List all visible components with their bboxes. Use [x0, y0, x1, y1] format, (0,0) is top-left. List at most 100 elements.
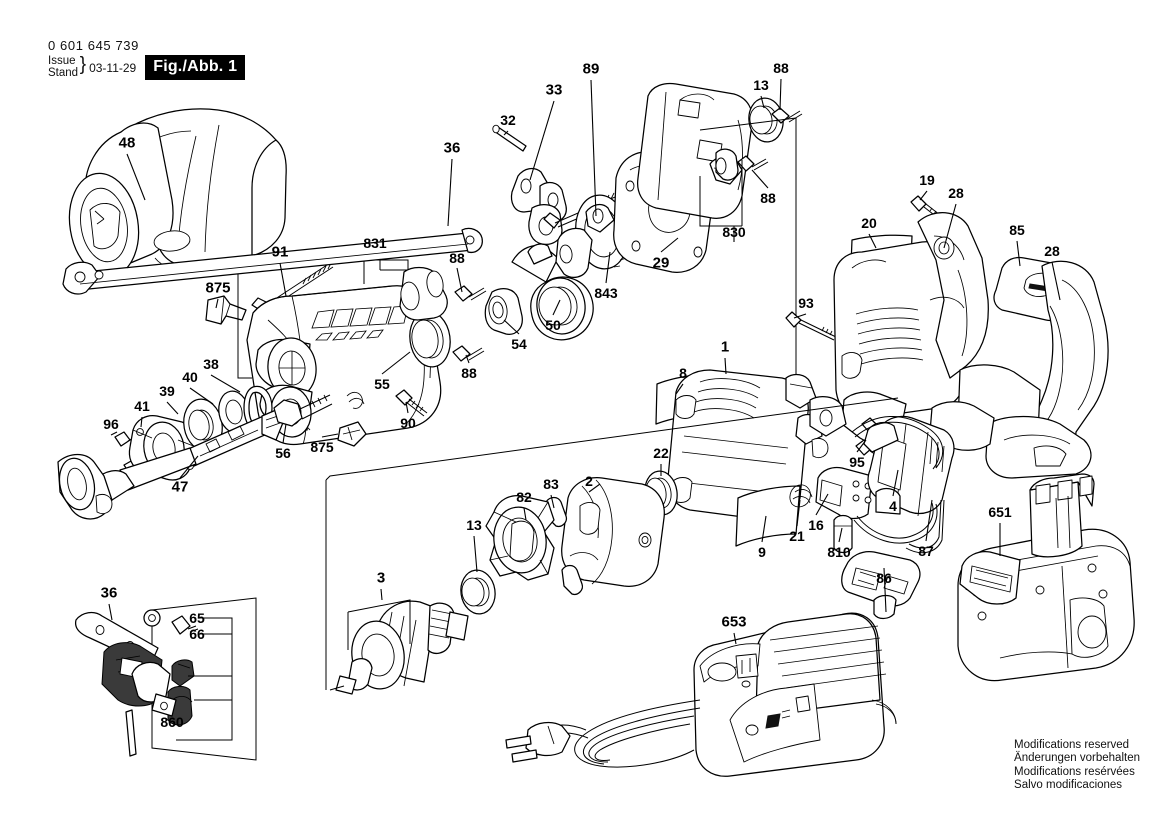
leader-line-2	[216, 299, 218, 308]
parts-88-screws-left	[453, 286, 486, 361]
leader-line-22	[661, 238, 678, 252]
leader-line-19	[504, 131, 508, 135]
leader-line-9	[283, 424, 286, 443]
part-33-yoke	[512, 169, 567, 245]
leader-line-49	[109, 604, 112, 620]
callout-88c: 88	[773, 60, 789, 76]
leader-line-13	[466, 355, 469, 363]
callout-36b: 36	[100, 584, 118, 602]
part-2-stator	[562, 478, 665, 587]
part-875-clip-left	[206, 296, 246, 324]
callout-91: 91	[271, 243, 289, 261]
leader-line-5	[167, 402, 178, 414]
callout-32: 32	[500, 112, 516, 128]
callout-50: 50	[545, 317, 561, 333]
part-875-clip-right	[338, 422, 366, 446]
callout-653: 653	[721, 613, 747, 631]
callout-47: 47	[171, 478, 189, 496]
callout-875b: 875	[310, 439, 334, 455]
leader-line-36	[762, 516, 766, 542]
part-32-pin	[493, 125, 526, 151]
callout-33: 33	[545, 81, 563, 99]
leader-line-11	[406, 402, 408, 413]
leader-line-32	[794, 314, 806, 318]
callout-9: 9	[758, 544, 766, 560]
part-21-spring	[790, 485, 812, 507]
leader-line-20	[530, 101, 554, 180]
callout-54: 54	[511, 336, 527, 352]
leader-line-17	[606, 252, 610, 283]
callout-843: 843	[594, 285, 618, 301]
leader-line-46	[551, 495, 554, 508]
part-90-screw	[347, 390, 427, 416]
leader-line-39	[839, 528, 842, 542]
callout-860: 860	[160, 714, 184, 730]
callout-22: 22	[653, 445, 669, 461]
part-653-charger	[506, 613, 896, 776]
part-54-bearing	[485, 289, 522, 335]
leader-line-44	[589, 484, 600, 492]
callout-29: 29	[652, 254, 670, 272]
callout-56: 56	[275, 445, 291, 461]
part-810-brush	[834, 516, 852, 553]
callout-90: 90	[400, 415, 416, 431]
callout-39: 39	[159, 383, 175, 399]
leader-line-41	[926, 500, 932, 541]
part-13-bearing-armature	[458, 568, 498, 616]
part-48-nose-boot	[62, 109, 286, 282]
footer-line-1: Änderungen vorbehalten	[1014, 752, 1140, 765]
brace-glyph: }	[79, 54, 87, 75]
leader-line-4	[141, 417, 142, 427]
callout-21: 21	[789, 528, 805, 544]
leader-line-18	[448, 159, 452, 226]
leader-line-28	[944, 204, 956, 248]
callout-38: 38	[203, 356, 219, 372]
leader-line-6	[190, 388, 213, 404]
part-651-battery	[958, 474, 1134, 681]
footer-line-0: Modifications reserved	[1014, 739, 1130, 752]
callout-87: 87	[918, 543, 934, 559]
leader-line-43	[893, 470, 898, 496]
leader-line-42	[857, 440, 866, 452]
callout-88d: 88	[760, 190, 776, 206]
part-86-connector	[842, 552, 920, 619]
leader-line-51	[734, 633, 736, 644]
callout-82: 82	[516, 489, 532, 505]
leader-line-25	[752, 170, 768, 188]
callout-83: 83	[543, 476, 559, 492]
leader-line-38	[816, 494, 828, 515]
part-28-housing-right	[930, 261, 1108, 478]
callout-86: 86	[876, 570, 892, 586]
leader-line-45	[524, 508, 526, 520]
callout-16: 16	[808, 517, 824, 533]
callout-66: 66	[189, 626, 205, 642]
part-830-bushing	[700, 149, 742, 236]
part-number: 0 601 645 739	[48, 38, 139, 53]
part-36-guide-bar	[63, 228, 482, 294]
callout-2: 2	[585, 473, 593, 489]
leader-line-7	[211, 375, 240, 392]
leader-line-1	[280, 263, 286, 296]
callout-810: 810	[827, 544, 851, 560]
callout-28b: 28	[1044, 243, 1060, 259]
part-831-sleeve	[399, 268, 447, 321]
issue-date: 03-11-29	[89, 60, 137, 75]
leader-line-12	[382, 352, 410, 374]
gear-case-body	[638, 84, 753, 219]
leader-line-33	[725, 358, 726, 374]
callout-830: 830	[722, 224, 746, 240]
callout-88b: 88	[449, 250, 465, 266]
part-4-switch	[864, 416, 954, 516]
part-3-armature	[330, 600, 468, 694]
callout-96: 96	[103, 416, 119, 432]
parts-83-pins	[546, 498, 582, 595]
callout-19: 19	[919, 172, 935, 188]
leader-line-24	[780, 79, 781, 110]
callout-875: 875	[205, 279, 231, 297]
stand-label: Stand	[48, 66, 79, 79]
callout-36a: 36	[443, 139, 461, 157]
leader-line-10	[322, 434, 338, 437]
